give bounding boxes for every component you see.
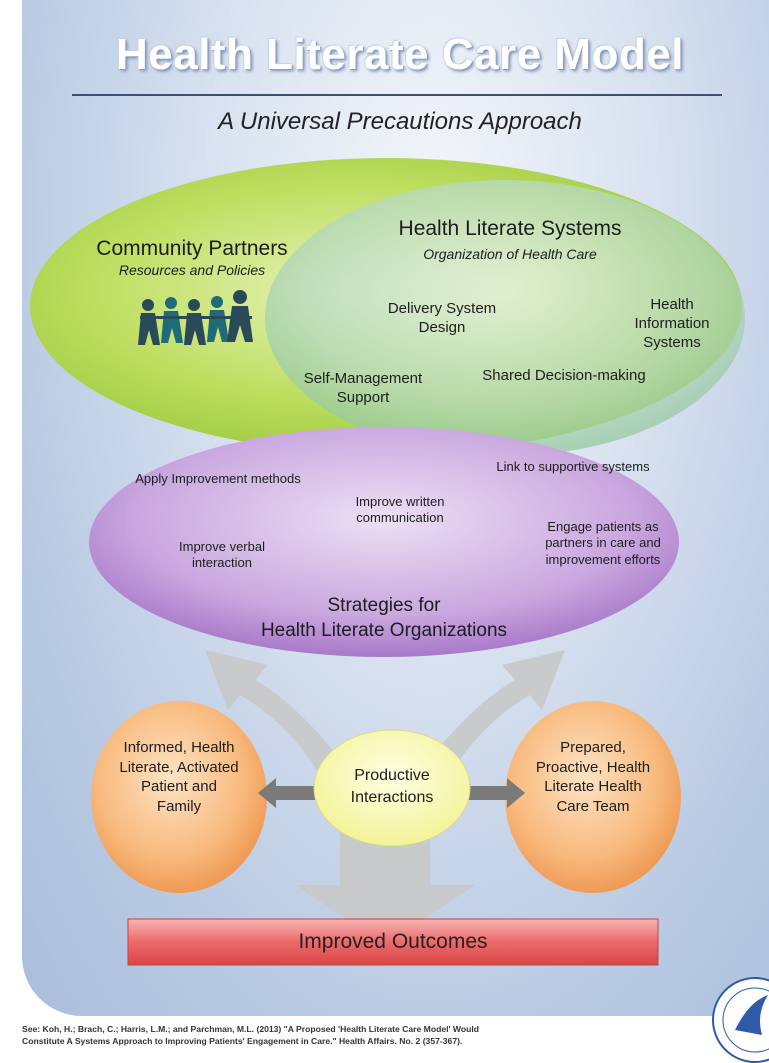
productive-ellipse [313, 729, 471, 847]
strategy-verbal-interaction: Improve verbal interaction [179, 539, 265, 571]
delivery-system-design: Delivery System Design [387, 300, 497, 336]
improved-outcomes-label: Improved Outcomes [298, 930, 488, 953]
upward-arrow-left [205, 650, 360, 795]
health-information-systems: Health Information Systems [634, 296, 710, 351]
health-care-team-label: Prepared, Proactive, Health Literate Hea… [535, 739, 651, 815]
citation-line-2: Constitute A Systems Approach to Improvi… [22, 1035, 463, 1046]
patient-circle [91, 701, 267, 893]
page-title: Health Literate Care Model [115, 30, 685, 79]
title-divider [72, 94, 722, 96]
systems-title: Health Literate Systems [398, 217, 622, 240]
strategy-engage-patients: Engage patients as partners in care and … [545, 519, 661, 567]
right-small-arrow [463, 778, 525, 808]
outcomes-bar [127, 918, 659, 966]
people-chain-icon [138, 290, 253, 345]
citation: See: Koh, H.; Brach, C.; Harris, L.M.; a… [22, 1024, 712, 1047]
strategy-apply-improvement: Apply Improvement methods [135, 471, 301, 486]
hhs-seal-icon [712, 977, 769, 1063]
strategies-title-line2: Health Literate Organizations [260, 620, 508, 641]
community-title: Community Partners [96, 237, 288, 260]
systems-ellipse [265, 180, 745, 456]
citation-line-1: See: Koh, H.; Brach, C.; Harris, L.M.; a… [22, 1024, 480, 1034]
systems-subtitle: Organization of Health Care [423, 246, 597, 262]
shared-decision-making: Shared Decision-making [482, 367, 646, 384]
self-management-support: Self-Management Support [303, 370, 423, 406]
community-subtitle: Resources and Policies [118, 262, 266, 278]
team-circle [505, 701, 681, 893]
page-subtitle: A Universal Precautions Approach [218, 108, 582, 135]
strategy-written-communication: Improve written communication [355, 494, 445, 526]
strategies-ellipse [89, 427, 679, 657]
strategies-title-line1: Strategies for [327, 595, 441, 616]
productive-interactions-label: Productive Interactions [350, 767, 434, 806]
strategy-link-supportive: Link to supportive systems [496, 459, 650, 474]
patient-family-label: Informed, Health Literate, Activated Pat… [119, 739, 239, 815]
left-small-arrow [258, 778, 320, 808]
